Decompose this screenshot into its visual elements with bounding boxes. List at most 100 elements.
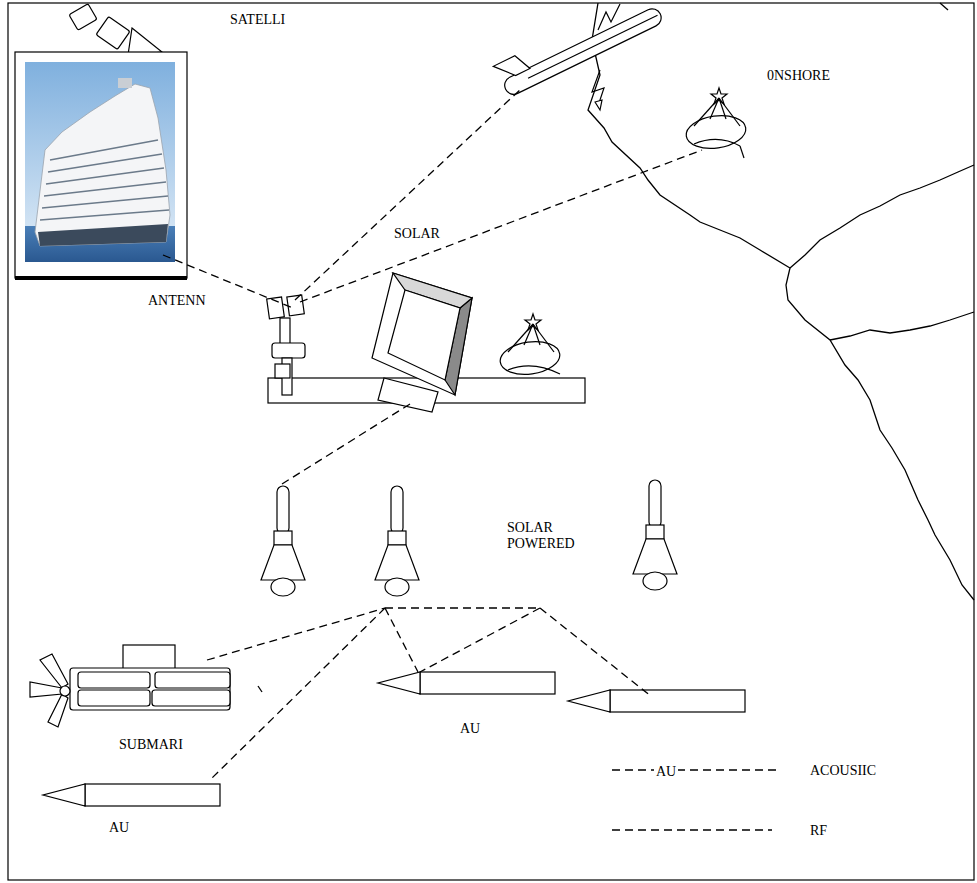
submarine-icon (70, 668, 230, 710)
satellite-icon (128, 28, 162, 55)
link-lines (295, 88, 522, 300)
submarine-icon (152, 690, 230, 706)
coastline (940, 3, 948, 10)
auv-icon (43, 784, 220, 806)
airplane-icon (528, 15, 657, 78)
part-label: ANTENN (146, 291, 208, 309)
satellite-icon (69, 4, 97, 31)
dish-antenna (694, 98, 719, 126)
sensor-platform (275, 364, 290, 378)
buoy-icon (388, 531, 406, 545)
part-label: SOLAR (392, 224, 442, 242)
ship-photo (42, 196, 168, 208)
part-label: AU (654, 762, 678, 780)
link-lines (540, 608, 652, 697)
dish-antenna (498, 338, 562, 378)
buoy-icon (385, 578, 409, 596)
coastline (588, 3, 974, 600)
buoy-icon (261, 480, 677, 596)
sensor-platform (267, 273, 585, 412)
auv-icon (85, 784, 220, 806)
submarine-icon (48, 694, 68, 727)
dish-antenna (508, 324, 533, 352)
link-lines (258, 686, 262, 692)
ship-photo (38, 224, 168, 246)
coastline (790, 165, 974, 268)
ship-photo (48, 154, 162, 172)
buoy-icon (633, 480, 677, 590)
link-lines (385, 608, 418, 672)
auv-icon (43, 784, 85, 806)
buoy-icon (391, 486, 403, 534)
ship-photo (25, 62, 175, 262)
buoy-icon (375, 545, 419, 580)
buoy-icon (646, 525, 664, 539)
legend-sample (612, 770, 778, 830)
auv-icon (610, 690, 745, 712)
sensor-platform (280, 318, 290, 344)
buoy-icon (277, 486, 289, 534)
airplane-icon (493, 52, 530, 82)
airplane-icon (493, 0, 664, 110)
part-label-text: SOLAR (392, 226, 442, 242)
airplane-icon (598, 4, 620, 30)
part-label: SATELLI (228, 10, 287, 28)
part-label-text: AU (458, 721, 482, 737)
coastline (588, 3, 974, 600)
satellite-icon (96, 17, 130, 50)
buoy-icon (274, 531, 292, 545)
ship-photo (35, 84, 170, 246)
part-label-text: SOLAR POWERED (505, 520, 587, 552)
part-label: 0NSHORE (765, 66, 832, 84)
dish-antenna (508, 366, 560, 374)
dish-antenna (498, 314, 562, 378)
buoy-icon (271, 578, 295, 596)
sensor-platform (378, 378, 438, 412)
legend-text: ACOUSIIC (808, 763, 878, 779)
link-lines (385, 607, 540, 608)
submarine-icon (78, 672, 150, 688)
part-label-text: SATELLI (228, 12, 287, 28)
ship-photo (44, 182, 166, 196)
ship-photo (46, 168, 164, 184)
buoy-icon (633, 539, 677, 574)
legend-sample (612, 769, 778, 770)
part-label-text: AU (107, 820, 131, 836)
satellite-icon (69, 4, 162, 55)
auv-icon (420, 672, 555, 694)
legend-entry: RF (808, 821, 829, 839)
link-lines (207, 608, 385, 660)
coastline (830, 312, 974, 340)
dish-antenna (711, 88, 727, 104)
auv-icon (43, 672, 745, 806)
submarine-icon (30, 645, 230, 727)
sensor-platform (287, 295, 304, 316)
legend-text: RF (808, 823, 829, 839)
ship-photo (15, 52, 187, 278)
legend-entry: ACOUSIIC (808, 761, 878, 779)
buoy-icon (375, 486, 419, 596)
part-label-text: ANTENN (146, 293, 208, 309)
airplane-icon (493, 0, 664, 98)
airplane-icon (595, 100, 602, 110)
part-label-text: SUBMARI (117, 737, 185, 753)
part-label: SUBMARI (117, 735, 185, 753)
link-lines (420, 608, 540, 672)
sensor-platform (372, 273, 472, 395)
link-lines (282, 404, 410, 484)
ship-photo (15, 276, 187, 280)
dish-antenna (740, 146, 744, 158)
buoy-icon (261, 486, 305, 596)
buoy-icon (261, 545, 305, 580)
submarine-icon (60, 686, 70, 696)
part-label: AU (458, 719, 482, 737)
ship-photo (40, 210, 169, 220)
buoy-icon (643, 572, 667, 590)
ship-photo (15, 52, 187, 278)
submarine-icon (78, 690, 150, 706)
auv-icon (378, 672, 555, 694)
link-lines (300, 150, 702, 302)
sensor-platform (272, 343, 305, 358)
submarine-icon (30, 682, 62, 697)
